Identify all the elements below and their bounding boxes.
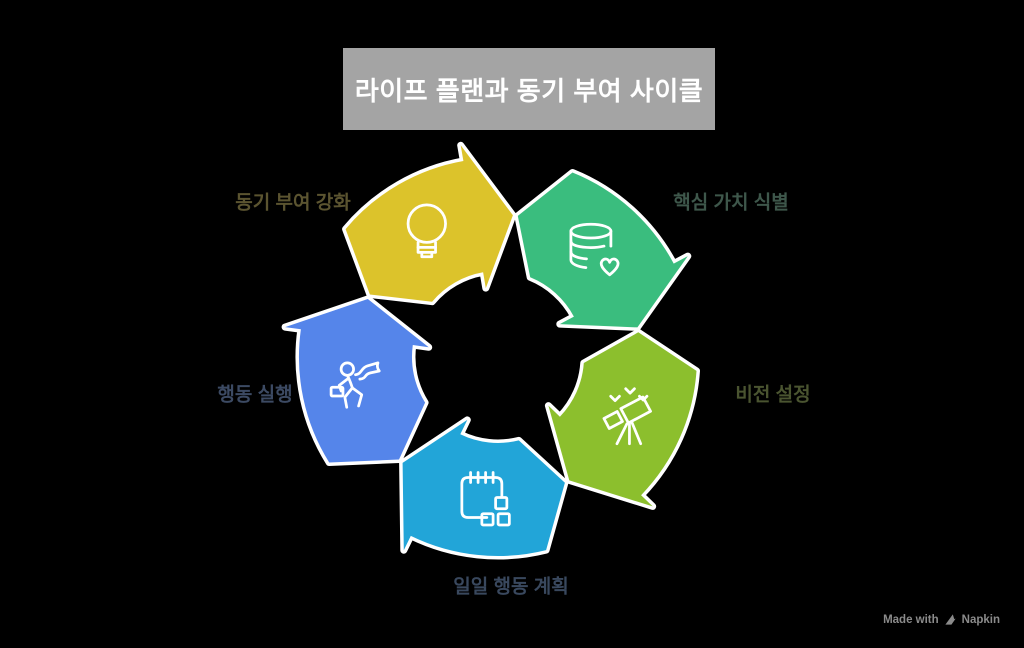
label-daily-action-plan: 일일 행동 계획 xyxy=(453,576,569,598)
cycle-segment-lightbulb xyxy=(345,145,513,302)
label-action-execution: 행동 실행 xyxy=(217,384,293,406)
label-vision-setting: 비전 설정 xyxy=(735,384,811,406)
cycle-segment-daily-plan xyxy=(402,419,565,557)
made-with-napkin: Made with Napkin xyxy=(883,613,1000,626)
lightbulb-icon xyxy=(406,203,447,259)
daily-plan-icon xyxy=(460,471,511,527)
label-motivation-boost: 동기 부여 강화 xyxy=(235,192,351,214)
runner-icon xyxy=(329,361,381,409)
database-heart-icon xyxy=(569,222,620,277)
telescope-icon xyxy=(602,387,652,446)
page-title: 라이프 플랜과 동기 부여 사이클 xyxy=(354,75,704,106)
cycle-segment-database-heart xyxy=(517,172,688,328)
napkin-logo-icon xyxy=(945,614,956,625)
napkin-brand-text: Napkin xyxy=(961,613,1000,626)
label-core-values: 핵심 가치 식별 xyxy=(673,192,789,214)
title-box: 라이프 플랜과 동기 부여 사이클 xyxy=(343,48,715,130)
made-with-text: Made with xyxy=(883,613,939,626)
cycle-segment-runner xyxy=(285,299,429,463)
